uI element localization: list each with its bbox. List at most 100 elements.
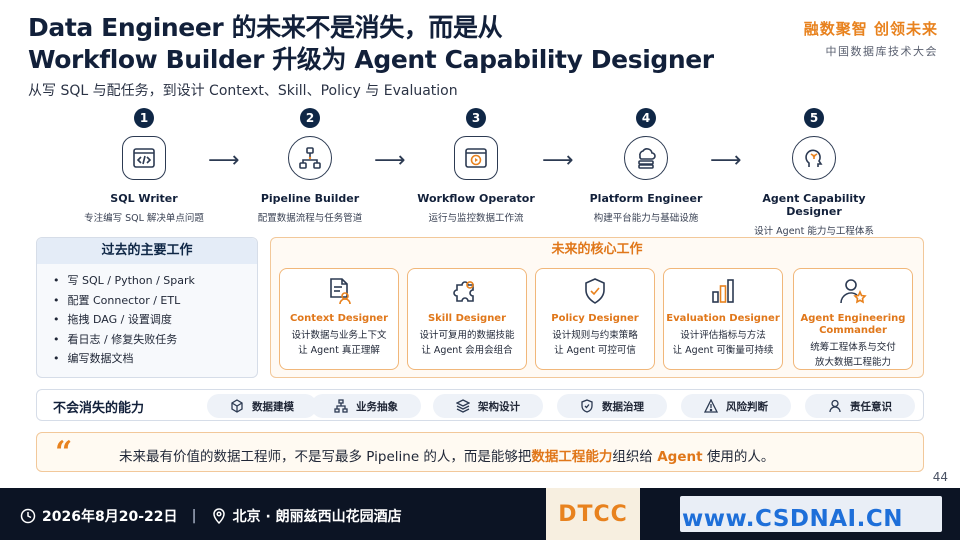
layers-icon bbox=[456, 399, 470, 413]
stage-number: 2 bbox=[300, 108, 320, 128]
slide-title: Data Engineer 的未来不是消失，而是从 Workflow Build… bbox=[28, 12, 714, 76]
stage-description: 设计 Agent 能力与工程体系 bbox=[754, 226, 874, 237]
list-item: 写 SQL / Python / Spark bbox=[53, 272, 257, 292]
ability-chip-risk-judgment: 风险判断 bbox=[681, 394, 791, 418]
play-window-icon bbox=[454, 136, 498, 180]
ability-label: 风险判断 bbox=[726, 400, 768, 413]
stage-number: 3 bbox=[466, 108, 486, 128]
warning-icon bbox=[704, 399, 718, 413]
ability-label: 责任意识 bbox=[850, 400, 892, 413]
card-desc-line: 设计规则与约束策略 bbox=[552, 330, 638, 341]
clock-icon bbox=[20, 508, 36, 524]
ability-label: 数据建模 bbox=[252, 400, 294, 413]
arrow-right-icon: ⟶ bbox=[374, 148, 406, 173]
stage-name: Platform Engineer bbox=[589, 192, 703, 205]
stage-workflow-operator: 3 Workflow Operator 运行与监控数据工作流 bbox=[406, 108, 546, 224]
code-window-icon bbox=[122, 136, 166, 180]
stage-pipeline-builder: 2 Pipeline Builder 配置数据流程与任务管道 bbox=[240, 108, 380, 224]
ability-label: 业务抽象 bbox=[356, 400, 398, 413]
user-star-icon bbox=[840, 279, 867, 304]
abilities-label: 不会消失的能力 bbox=[53, 401, 145, 416]
brand-conference-name: 中国数据库技术大会 bbox=[825, 45, 938, 58]
puzzle-icon bbox=[453, 281, 474, 302]
footer-separator: | bbox=[191, 508, 197, 524]
list-item: 配置 Connector / ETL bbox=[53, 292, 257, 312]
ability-label: 数据治理 bbox=[602, 400, 644, 413]
person-icon bbox=[829, 399, 841, 413]
quote-part: 使用的人。 bbox=[702, 449, 775, 465]
ability-chip-business-abstraction: 业务抽象 bbox=[311, 394, 421, 418]
arrow-right-icon: ⟶ bbox=[542, 148, 574, 173]
card-description: 设计数据与业务上下文 让 Agent 真正理解 bbox=[280, 328, 398, 358]
title-line-2: Workflow Builder 升级为 Agent Capability De… bbox=[28, 45, 714, 74]
watermark: www.CSDNAI.CN bbox=[682, 506, 903, 532]
card-desc-line: 让 Agent 会用会组合 bbox=[421, 345, 513, 356]
brain-head-icon bbox=[792, 136, 836, 180]
card-title: Agent Engineering Commander bbox=[800, 313, 906, 336]
card-desc-line: 让 Agent 真正理解 bbox=[298, 345, 380, 356]
card-desc-line: 放大数据工程能力 bbox=[814, 357, 891, 368]
document-user-icon bbox=[330, 278, 351, 305]
sponsor-logos-area bbox=[680, 496, 942, 532]
event-info: 2026年8月20-22日 | 北京 · 朗丽兹西山花园酒店 bbox=[20, 506, 402, 526]
stage-name: SQL Writer bbox=[110, 192, 178, 205]
stage-name: Pipeline Builder bbox=[260, 192, 360, 205]
card-description: 设计评估指标与方法 让 Agent 可衡量可持续 bbox=[664, 328, 782, 358]
event-location: 北京 · 朗丽兹西山花园酒店 bbox=[232, 509, 402, 525]
stage-number: 1 bbox=[134, 108, 154, 128]
quote-mark-icon: “ bbox=[55, 435, 73, 470]
ability-chip-data-modeling: 数据建模 bbox=[207, 394, 317, 418]
card-desc-line: 设计数据与业务上下文 bbox=[291, 330, 387, 341]
ability-chip-responsibility: 责任意识 bbox=[805, 394, 915, 418]
cube-icon bbox=[231, 399, 243, 413]
card-desc-line: 设计评估指标与方法 bbox=[680, 330, 766, 341]
past-work-list: 写 SQL / Python / Spark 配置 Connector / ET… bbox=[37, 264, 257, 370]
card-description: 统筹工程体系与交付 放大数据工程能力 bbox=[794, 340, 912, 370]
card-title: Skill Designer bbox=[427, 313, 507, 324]
card-policy-designer: Policy Designer 设计规则与约束策略 让 Agent 可控可信 bbox=[535, 268, 655, 370]
past-work-panel: 过去的主要工作 写 SQL / Python / Spark 配置 Connec… bbox=[36, 237, 258, 378]
stage-description: 专注编写 SQL 解决单点问题 bbox=[84, 213, 204, 224]
arrow-right-icon: ⟶ bbox=[710, 148, 742, 173]
stage-description: 配置数据流程与任务管道 bbox=[257, 213, 363, 224]
stage-number: 5 bbox=[804, 108, 824, 128]
shield-icon bbox=[581, 399, 593, 413]
location-pin-icon bbox=[212, 508, 225, 524]
brand-slogan: 融数聚智 创领未来 bbox=[803, 20, 938, 38]
card-title: Context Designer bbox=[289, 313, 389, 324]
card-skill-designer: Skill Designer 设计可复用的数据技能 让 Agent 会用会组合 bbox=[407, 268, 527, 370]
stage-name: Workflow Operator bbox=[417, 192, 535, 205]
evolution-stages: 1 SQL Writer 专注编写 SQL 解决单点问题 ⟶ 2 Pipelin… bbox=[30, 108, 930, 237]
arrow-right-icon: ⟶ bbox=[208, 148, 240, 173]
list-item: 看日志 / 修复失败任务 bbox=[53, 331, 257, 351]
list-item: 编写数据文档 bbox=[53, 350, 257, 370]
card-desc-line: 让 Agent 可控可信 bbox=[554, 345, 636, 356]
card-title: Policy Designer bbox=[551, 313, 639, 324]
list-item: 拖拽 DAG / 设置调度 bbox=[53, 311, 257, 331]
card-desc-line: 让 Agent 可衡量可持续 bbox=[672, 345, 774, 356]
logo-text: DTCC bbox=[558, 501, 628, 527]
enduring-abilities-bar: 不会消失的能力 数据建模 业务抽象 架构设计 数据治理 风险判断 责任意识 bbox=[36, 389, 924, 421]
card-description: 设计可复用的数据技能 让 Agent 会用会组合 bbox=[408, 328, 526, 358]
page-number: 44 bbox=[932, 470, 948, 484]
ability-chip-architecture-design: 架构设计 bbox=[433, 394, 543, 418]
quote-highlight: Agent bbox=[657, 449, 703, 465]
stage-platform-engineer: 4 Platform Engineer 构建平台能力与基础设施 bbox=[576, 108, 716, 224]
future-work-panel: 未来的核心工作 Context Designer 设计数据与业务上下文 让 Ag… bbox=[270, 237, 924, 378]
stage-name: Agent Capability Designer bbox=[762, 192, 866, 218]
card-context-designer: Context Designer 设计数据与业务上下文 让 Agent 真正理解 bbox=[279, 268, 399, 370]
bar-chart-icon bbox=[712, 279, 734, 303]
past-work-heading: 过去的主要工作 bbox=[37, 238, 257, 264]
conference-brand: 融数聚智 创领未来 中国数据库技术大会 bbox=[804, 18, 938, 59]
card-description: 设计规则与约束策略 让 Agent 可控可信 bbox=[536, 328, 654, 358]
quote-part: 组织给 bbox=[612, 449, 658, 465]
pipeline-nodes-icon bbox=[288, 136, 332, 180]
stage-sql-writer: 1 SQL Writer 专注编写 SQL 解决单点问题 bbox=[74, 108, 214, 224]
stage-agent-capability-designer: 5 Agent Capability Designer 设计 Agent 能力与… bbox=[744, 108, 884, 237]
title-line-1: Data Engineer 的未来不是消失，而是从 bbox=[28, 13, 503, 42]
card-desc-line: 设计可复用的数据技能 bbox=[419, 330, 515, 341]
slide-subtitle: 从写 SQL 与配任务，到设计 Context、Skill、Policy 与 E… bbox=[28, 83, 458, 99]
hierarchy-icon bbox=[334, 399, 348, 413]
future-work-heading: 未来的核心工作 bbox=[551, 242, 643, 257]
card-agent-engineering-commander: Agent Engineering Commander 统筹工程体系与交付 放大… bbox=[793, 268, 913, 370]
